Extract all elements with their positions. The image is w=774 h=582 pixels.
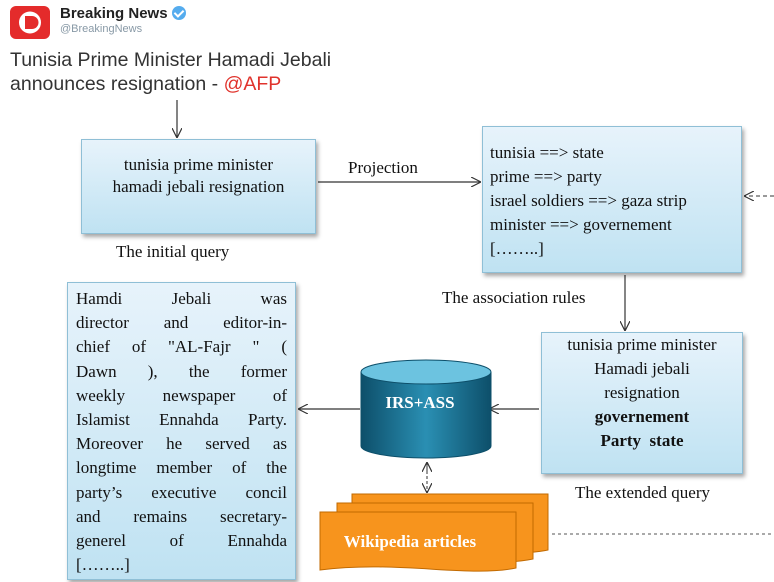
result-line: generel of Ennahda [76, 531, 287, 551]
result-line: chief of "AL-Fajr " ( [76, 337, 287, 357]
result-line: and remains secretary- [76, 506, 287, 526]
extended-query-label: The extended query [575, 483, 710, 502]
tweet-handle[interactable]: @BreakingNews [60, 23, 143, 35]
tweet-headline: Tunisia Prime Minister Hamadi Jebali ann… [10, 48, 450, 96]
extended-line-1: tunisia prime minister [567, 335, 717, 354]
result-line: [……..] [76, 555, 130, 575]
projection-label: Projection [348, 158, 418, 177]
extended-query-box: tunisia prime minister Hamadi jebali res… [541, 332, 743, 474]
wikipedia-label: Wikipedia articles [343, 532, 477, 551]
result-line: party’s executive concil [76, 482, 287, 502]
result-line: weekly newspaper of [76, 385, 287, 405]
result-line: longtime member of the [76, 458, 287, 478]
rule-2: prime ==> party [490, 167, 602, 186]
extended-line-3: resignation [604, 383, 680, 402]
extended-line-2: Hamadi jebali [594, 359, 690, 378]
rule-3: israel soldiers ==> gaza strip [490, 191, 687, 210]
result-line: Moreover he served as [76, 434, 287, 454]
result-line: Hamdi Jebali was [76, 289, 287, 308]
afp-link[interactable]: @AFP [223, 73, 282, 95]
result-text-box: Hamdi Jebali was director and editor-in-… [67, 282, 296, 580]
association-rules-label: The association rules [442, 288, 586, 307]
rule-5: [……..] [490, 239, 544, 258]
initial-query-line-1: tunisia prime minister [123, 155, 274, 174]
rule-1: tunisia ==> state [490, 143, 604, 162]
irs-database-icon [360, 359, 492, 459]
breaking-news-logo-icon [10, 6, 50, 39]
extended-line-4: governement [594, 407, 690, 426]
result-line: director and editor-in- [76, 313, 287, 333]
initial-query-line-2: hamadi jebali resignation [112, 177, 285, 196]
headline-line-1: Tunisia Prime Minister Hamadi Jebali [10, 49, 332, 71]
irs-label: IRS+ASS [385, 393, 455, 412]
initial-query-box: tunisia prime minister hamadi jebali res… [81, 139, 316, 234]
initial-query-label: The initial query [116, 242, 230, 261]
extended-line-5: Party state [600, 431, 684, 450]
tweet-author[interactable]: Breaking News [60, 5, 186, 22]
result-line: Islamist Ennahda Party. [76, 410, 287, 430]
verified-badge-icon [171, 6, 186, 20]
headline-line-2-text: announces resignation - [10, 73, 224, 95]
wikipedia-documents-icon [319, 493, 549, 572]
headline-line-2: announces resignation - @AFP [10, 72, 450, 96]
rule-4: minister ==> governement [490, 215, 672, 234]
association-rules-box: tunisia ==> state prime ==> party israel… [482, 126, 742, 273]
author-name: Breaking News [60, 5, 168, 22]
result-line: Dawn ), the former [76, 361, 287, 381]
